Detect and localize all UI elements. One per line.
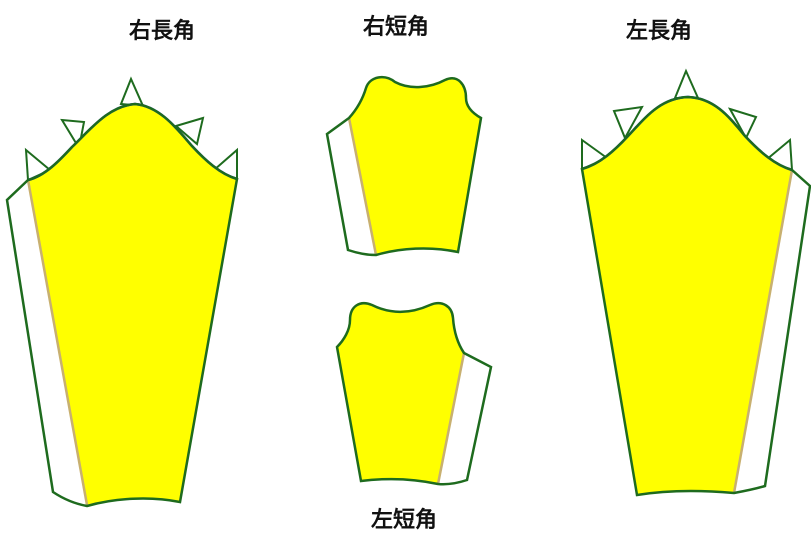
right-short-seam [347, 117, 378, 256]
left-long-notch-upper-right [727, 107, 758, 141]
left-short-seam [436, 352, 466, 485]
left-long-notch-upper-left [612, 105, 644, 141]
label-right-short: 右短角 [363, 14, 430, 40]
right-long-seam [26, 179, 89, 506]
right-short-body [349, 77, 481, 255]
left-short-side-strip [438, 353, 491, 484]
left-short-piece [335, 301, 493, 486]
left-long-side-strip [734, 170, 810, 493]
right-long-notch-upper-right [173, 116, 205, 146]
left-short-outline [335, 301, 493, 486]
left-long-body [582, 97, 792, 495]
right-short-piece [325, 75, 483, 257]
left-long-notch-top [673, 68, 700, 99]
right-long-notch-top [119, 76, 145, 108]
right-short-side-strip [327, 118, 376, 255]
right-long-side-strip [7, 180, 88, 505]
left-short-body [337, 303, 464, 484]
label-right-long: 右長角 [129, 18, 196, 44]
left-long-seam [732, 169, 794, 494]
right-long-piece [5, 76, 239, 508]
left-long-piece [580, 68, 811, 497]
label-left-long: 左長角 [626, 18, 693, 44]
right-long-outline [5, 102, 239, 508]
right-long-body [28, 104, 237, 506]
left-long-outline [580, 95, 811, 497]
label-left-short: 左短角 [371, 507, 438, 533]
right-short-outline [325, 75, 483, 257]
